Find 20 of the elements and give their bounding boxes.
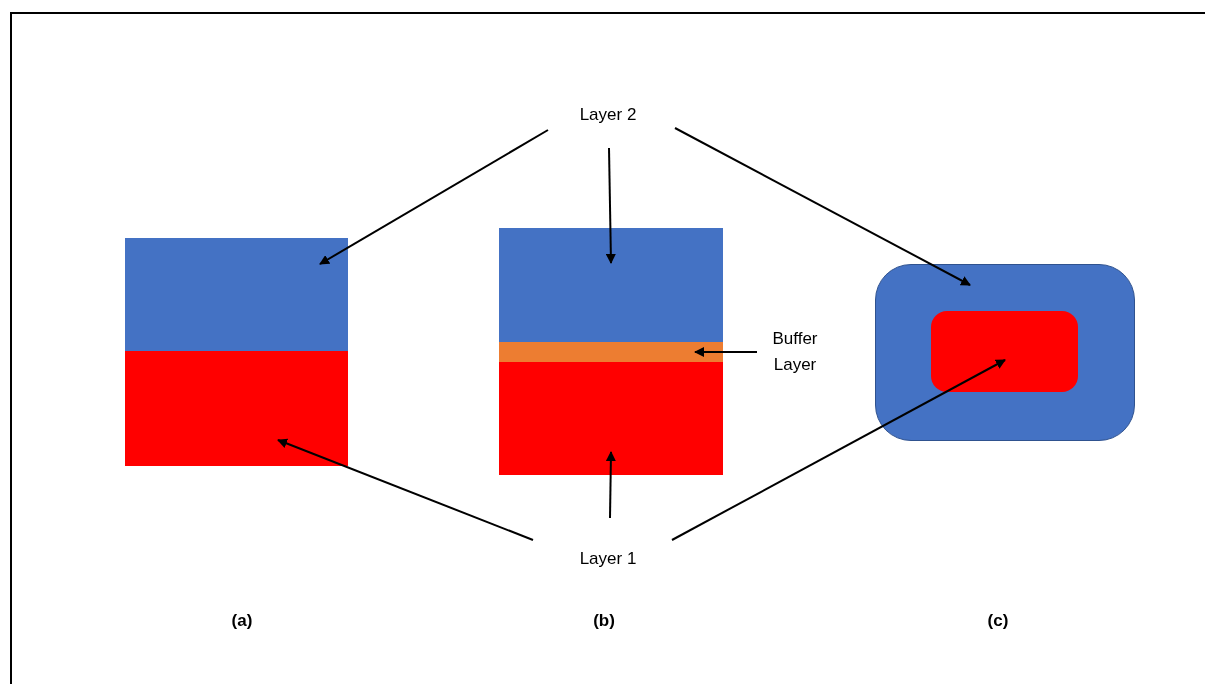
layer-block xyxy=(499,362,723,475)
arrow xyxy=(671,359,1006,541)
panel-label: (a) xyxy=(230,610,254,632)
arrow xyxy=(605,147,616,264)
arrow xyxy=(277,438,534,541)
arrow xyxy=(319,129,549,265)
layer-label: Layer 2 xyxy=(560,102,656,128)
layer-label: Layer 1 xyxy=(560,546,656,572)
panel-label: (c) xyxy=(986,610,1010,632)
panel-label: (b) xyxy=(592,610,616,632)
arrow xyxy=(694,347,758,357)
inner-layer-block xyxy=(931,311,1078,392)
arrow xyxy=(605,451,616,519)
layer-block xyxy=(125,238,348,351)
outer-layer-block xyxy=(875,264,1135,441)
buffer-layer-block xyxy=(499,342,723,362)
layer-block xyxy=(499,228,723,342)
layer-label: Buffer Layer xyxy=(760,326,830,378)
layer-block xyxy=(125,351,348,466)
arrow xyxy=(674,127,971,286)
